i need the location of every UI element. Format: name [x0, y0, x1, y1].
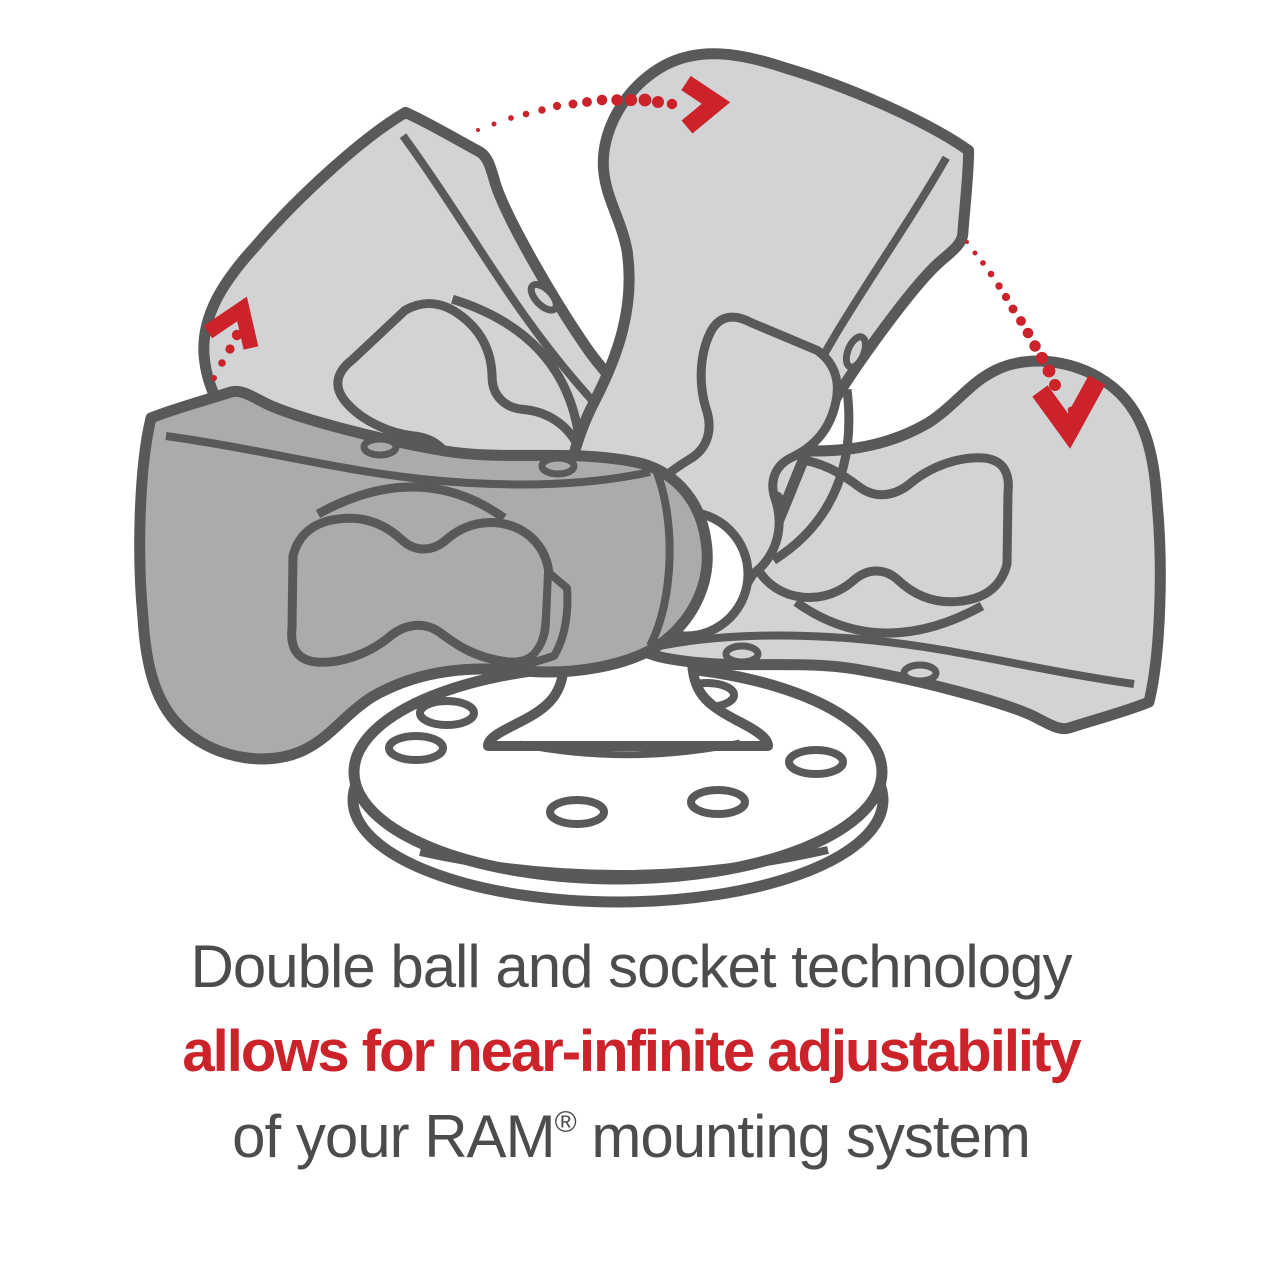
registered-trademark-symbol: ® — [554, 1106, 577, 1139]
stem-base-crease — [519, 739, 741, 759]
caption-line-3-text-after: mounting system — [575, 1103, 1031, 1170]
rotate-up-left-arrow-icon — [203, 296, 259, 381]
caption-line-3-text: of your RAM — [232, 1103, 555, 1170]
rotate-over-top-arrow-icon — [476, 75, 731, 134]
caption: Double ball and socket technology allows… — [0, 924, 1262, 1179]
caption-line-2: allows for near-infinite adjustability — [182, 1019, 1081, 1084]
round-base-plate — [347, 595, 889, 908]
rotation-arrows — [203, 75, 1106, 449]
base-plate-front-crease — [419, 846, 829, 878]
double-socket-arm-diagram — [0, 0, 1262, 908]
caption-line-1: Double ball and socket technology — [190, 933, 1073, 1000]
ball-stem — [483, 595, 773, 751]
caption-line-3: of your RAM® mounting system — [0, 1094, 1262, 1179]
illustration — [0, 0, 1262, 908]
rotate-down-right-arrow-icon — [965, 240, 1106, 449]
